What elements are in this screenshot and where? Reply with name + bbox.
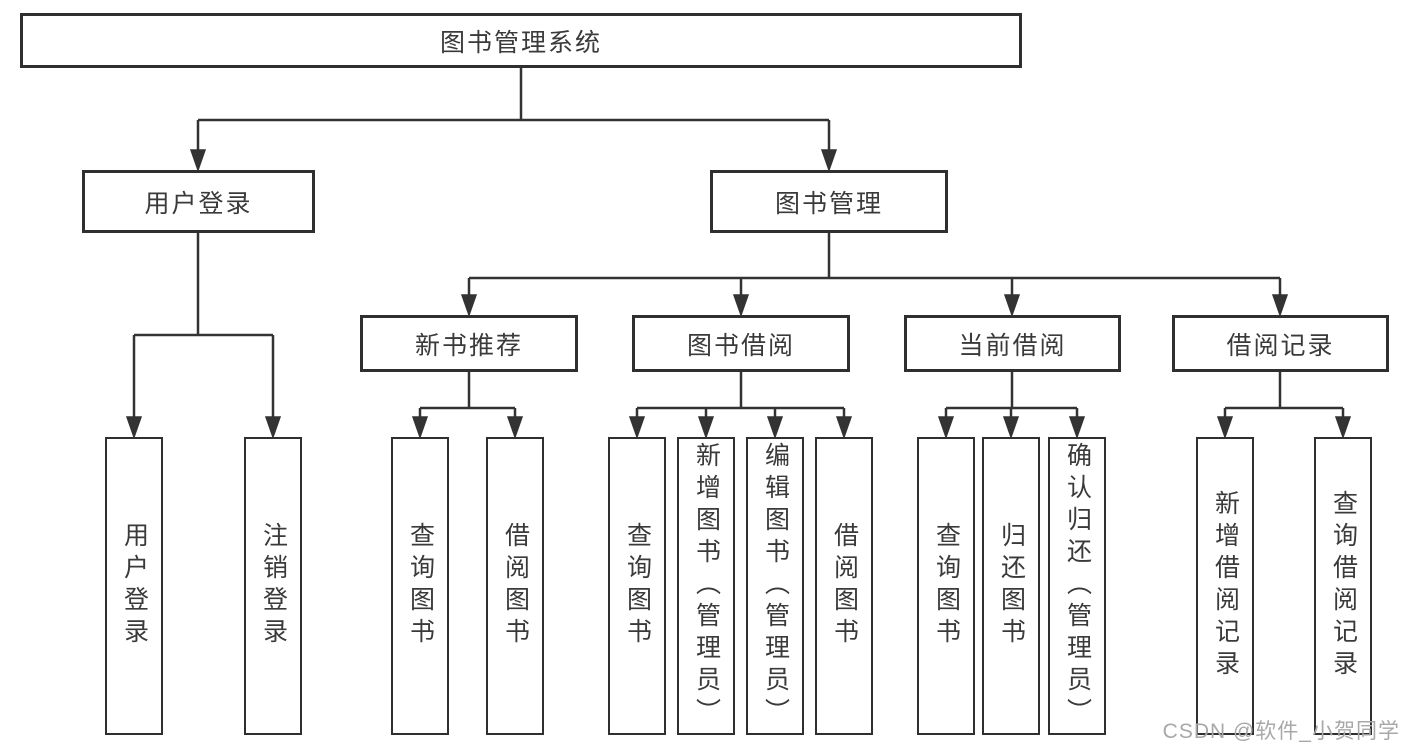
node-edit-book-admin: 编辑图书（管理员） bbox=[746, 437, 804, 735]
arrowhead-icon bbox=[697, 416, 715, 440]
connector-branch bbox=[467, 233, 1282, 297]
arrowhead-icon bbox=[460, 294, 478, 318]
node-label: 查询借阅记录 bbox=[1329, 490, 1358, 682]
node-label: 借阅图书 bbox=[501, 522, 530, 650]
node-return-books: 归还图书 bbox=[982, 437, 1040, 735]
node-library-system: 图书管理系统 bbox=[20, 13, 1022, 68]
arrowhead-icon bbox=[189, 149, 207, 173]
node-label: 查询图书 bbox=[406, 522, 435, 650]
arrowhead-icon bbox=[937, 416, 955, 440]
arrowhead-icon bbox=[1002, 416, 1020, 440]
arrowhead-icon bbox=[628, 416, 646, 440]
node-query-books-current: 查询图书 bbox=[917, 437, 975, 735]
node-book-borrow: 图书借阅 bbox=[632, 315, 850, 372]
node-label: 确认归还（管理员） bbox=[1063, 442, 1092, 730]
node-user-login-action: 用户登录 bbox=[105, 437, 163, 735]
node-label: 新增借阅记录 bbox=[1211, 490, 1240, 682]
node-user-login: 用户登录 bbox=[82, 170, 315, 233]
connector-branch bbox=[418, 372, 517, 419]
connector-branch bbox=[944, 372, 1079, 419]
node-new-book-recommend: 新书推荐 bbox=[360, 315, 578, 372]
node-query-books-recommend: 查询图书 bbox=[391, 437, 449, 735]
arrowhead-icon bbox=[820, 149, 838, 173]
arrowhead-icon bbox=[1216, 416, 1234, 440]
node-query-books-borrow: 查询图书 bbox=[608, 437, 666, 735]
arrowhead-icon bbox=[1271, 294, 1289, 318]
arrowhead-icon bbox=[766, 416, 784, 440]
node-confirm-return-admin: 确认归还（管理员） bbox=[1048, 437, 1106, 735]
node-current-borrow: 当前借阅 bbox=[904, 315, 1121, 372]
arrowhead-icon bbox=[264, 416, 282, 440]
node-label: 查询图书 bbox=[623, 522, 652, 650]
node-add-borrow-record: 新增借阅记录 bbox=[1196, 437, 1254, 735]
connector-branch bbox=[1223, 372, 1345, 419]
arrowhead-icon bbox=[506, 416, 524, 440]
arrowhead-icon bbox=[125, 416, 143, 440]
node-book-management: 图书管理 bbox=[710, 170, 948, 233]
node-label: 查询图书 bbox=[932, 522, 961, 650]
csdn-watermark: CSDN @软件_小贺同学 bbox=[1162, 720, 1400, 743]
node-label: 借阅图书 bbox=[830, 522, 859, 650]
connector-branch bbox=[635, 372, 846, 419]
node-borrow-books-recommend: 借阅图书 bbox=[486, 437, 544, 735]
node-label: 编辑图书（管理员） bbox=[761, 442, 790, 730]
arrowhead-icon bbox=[1334, 416, 1352, 440]
node-borrow-books-action: 借阅图书 bbox=[815, 437, 873, 735]
connector-branch bbox=[196, 68, 831, 152]
node-query-borrow-record: 查询借阅记录 bbox=[1314, 437, 1372, 735]
node-label: 归还图书 bbox=[997, 522, 1026, 650]
connector-branch bbox=[132, 233, 275, 419]
node-label: 注销登录 bbox=[259, 522, 288, 650]
arrowhead-icon bbox=[1068, 416, 1086, 440]
node-label: 用户登录 bbox=[120, 522, 149, 650]
node-add-book-admin: 新增图书（管理员） bbox=[677, 437, 735, 735]
arrowhead-icon bbox=[732, 294, 750, 318]
node-borrow-records: 借阅记录 bbox=[1172, 315, 1389, 372]
node-label: 新增图书（管理员） bbox=[692, 442, 721, 730]
arrowhead-icon bbox=[1003, 294, 1021, 318]
node-logout-action: 注销登录 bbox=[244, 437, 302, 735]
arrowhead-icon bbox=[835, 416, 853, 440]
arrowhead-icon bbox=[411, 416, 429, 440]
